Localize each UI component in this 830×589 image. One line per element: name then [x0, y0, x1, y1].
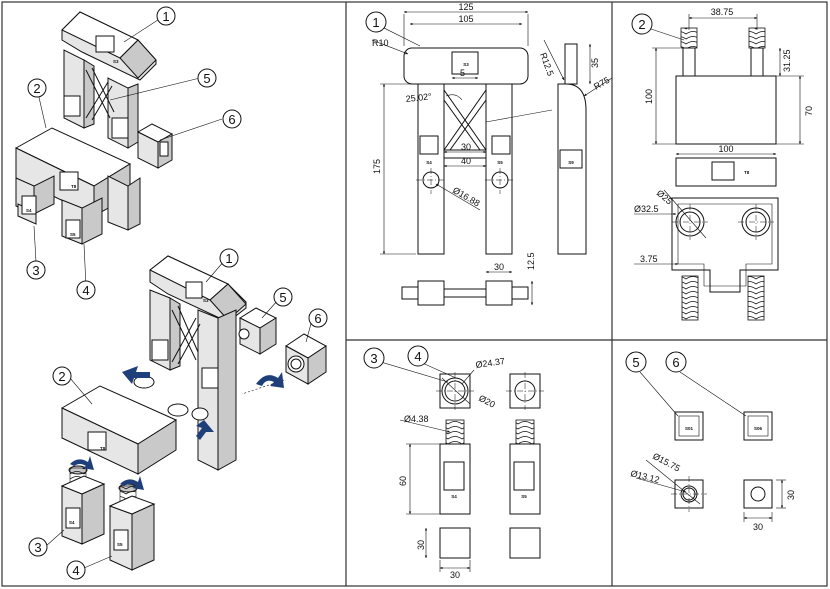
dim-body-width: 100 — [718, 144, 733, 154]
rotate-arrow-icon — [70, 456, 94, 470]
assembly-arrows — [70, 366, 284, 490]
base-front-label: T8 — [71, 184, 77, 189]
exploded-callout-6: 6 — [314, 311, 321, 326]
dim-height: 175 — [372, 159, 382, 174]
frame-right-text: S5 — [497, 160, 503, 165]
exploded-callouts: 1 5 6 2 3 4 — [28, 248, 328, 580]
exploded-callout-5: 5 — [279, 290, 286, 305]
frame-left-text: S4 — [426, 160, 432, 165]
part-2-base-drawing: T8 38.75 31.25 100 70 100 Ø25 Ø — [631, 7, 814, 321]
dim-cube-width: 30 — [753, 522, 763, 532]
dim-pin-height: 12.5 — [526, 252, 536, 270]
part-1-frame-drawing: S3 S4 S5 S9 125 — [365, 2, 613, 306]
dim-cube-inner-diameter: Ø13.12 — [630, 468, 661, 485]
part-2-callout: 2 — [638, 17, 645, 32]
dim-overall-width: 125 — [458, 2, 473, 12]
assembled-callouts: 1 5 2 6 3 4 — [26, 6, 242, 300]
rotate-arrow-icon — [120, 476, 144, 490]
exploded-leg-right-label: S5 — [117, 542, 123, 547]
dim-body-height: 100 — [644, 89, 654, 104]
arrow-icon — [122, 366, 150, 384]
dim-leg-foot-height: 30 — [416, 540, 426, 550]
dim-top-radius: R10 — [372, 38, 389, 48]
callout-6: 6 — [228, 112, 235, 127]
part-1-callout: 1 — [372, 15, 379, 30]
exploded-base-label: T8 — [100, 446, 106, 451]
exploded-leg-left-label: S4 — [69, 520, 75, 525]
isometric-assembled-view: S3 T8 — [14, 6, 242, 300]
cube-5-text: S01 — [685, 426, 694, 431]
callout-3: 3 — [32, 263, 39, 278]
dim-pin-width: 30 — [494, 262, 504, 272]
exploded-callout-3: 3 — [34, 540, 41, 555]
dim-cube-outer-diameter: Ø15.75 — [651, 451, 682, 474]
callout-4: 4 — [82, 283, 89, 298]
part-4-callout: 4 — [414, 349, 421, 364]
frame-top-bar: S3 — [61, 11, 157, 81]
dim-leg-thread-diameter: Ø4.38 — [404, 414, 429, 424]
exploded-callout-2: 2 — [58, 369, 65, 384]
dim-bore-diameter: Ø32.5 — [634, 204, 659, 214]
dim-slot-width: 5 — [460, 68, 465, 78]
base-plan-text: T8 — [744, 170, 750, 175]
dim-leg-height: 60 — [398, 476, 408, 486]
leg-4-text: S5 — [521, 494, 527, 499]
assembled-leg-left-label: S4 — [26, 208, 32, 213]
dim-hole-diameter: Ø16.88 — [451, 185, 482, 208]
dim-post-spacing: 38.75 — [711, 7, 734, 17]
assembled-legs: S4 S5 — [15, 175, 103, 245]
dim-top-width: 105 — [458, 14, 473, 24]
assembled-cube — [136, 123, 174, 169]
arrow-icon — [196, 420, 214, 440]
part-5-callout: 5 — [632, 355, 639, 370]
rotate-arrow-icon — [256, 372, 284, 388]
exploded-frame-label: S3 — [203, 298, 209, 303]
frame-top-label: S3 — [113, 59, 119, 64]
dim-side-radius: R12.5 — [538, 51, 556, 77]
dim-body-inner-height: 70 — [804, 106, 814, 116]
dim-cross-width: 30 — [461, 142, 471, 152]
dim-wall-thickness: 3.75 — [640, 254, 658, 264]
exploded-callout-1: 1 — [225, 251, 232, 266]
dim-cube-height: 30 — [786, 490, 796, 500]
dim-cross-angle: 25.02° — [405, 91, 432, 104]
dim-leg-inner-diameter: Ø20 — [477, 393, 497, 410]
frame-side-text: S9 — [568, 160, 574, 165]
frame-top-text: S3 — [463, 62, 469, 67]
cube-6-text: S06 — [754, 426, 763, 431]
dim-cross-span: 40 — [461, 156, 471, 166]
frame-uprights — [63, 49, 139, 149]
callout-2: 2 — [33, 81, 40, 96]
exploded-frame: S3 — [149, 255, 247, 471]
exploded-cube-5 — [238, 307, 278, 355]
leg-3-text: S4 — [451, 494, 457, 499]
dim-post-height: 31.25 — [782, 49, 792, 72]
dim-leg-foot-width: 30 — [450, 570, 460, 580]
part-3-callout: 3 — [370, 351, 377, 366]
exploded-cube-6 — [241, 333, 327, 395]
isometric-exploded-view: S3 T8 — [28, 248, 328, 580]
exploded-callout-4: 4 — [72, 563, 79, 578]
dim-side-radius-large: R75 — [592, 75, 611, 92]
part-5-6-cubes-drawing: S01 S06 Ø15.75 Ø13.12 30 30 5 6 — [625, 351, 796, 532]
part-3-4-legs-drawing: S4 S5 Ø24.37 Ø20 Ø4.38 60 30 30 3 4 — [363, 345, 544, 580]
exploded-legs: S4 S5 — [60, 465, 156, 571]
exploded-base: T8 — [60, 375, 209, 475]
callout-1: 1 — [162, 9, 169, 24]
callout-5: 5 — [203, 71, 210, 86]
dim-slot-height: 35 — [590, 58, 600, 68]
part-6-callout: 6 — [672, 355, 679, 370]
dim-leg-outer-diameter: Ø24.37 — [475, 356, 506, 370]
assembled-leg-right-label: S5 — [70, 232, 76, 237]
